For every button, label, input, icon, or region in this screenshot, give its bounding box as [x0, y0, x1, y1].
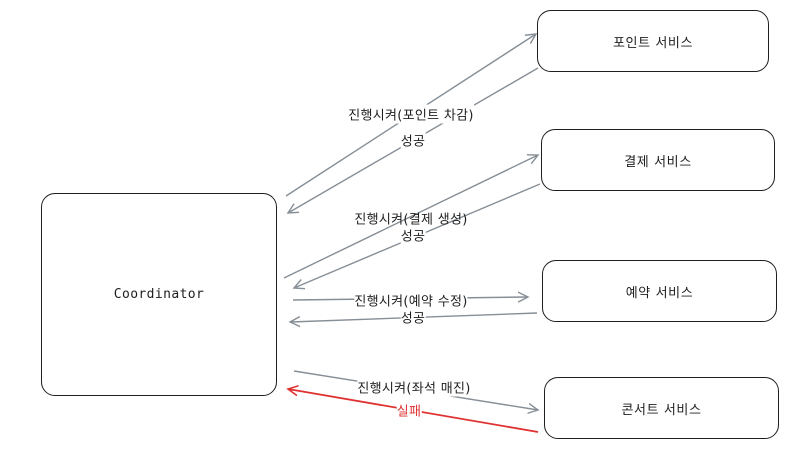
reservation-response-label: 성공 — [400, 307, 426, 327]
coordinator-node: Coordinator — [41, 193, 277, 396]
concert-service-node: 콘서트 서비스 — [544, 377, 779, 439]
reservation-request-label: 진행시켜(예약 수정) — [354, 290, 468, 310]
concert-service-label: 콘서트 서비스 — [621, 402, 702, 418]
payment-service-node: 결제 서비스 — [541, 129, 775, 191]
payment-request-label: 진행시켜(결제 생성) — [354, 212, 468, 228]
payment-request-arrow — [283, 155, 538, 279]
concert-request-label: 진행시켜(좌석 매진) — [357, 377, 471, 397]
reservation-service-node: 예약 서비스 — [542, 260, 777, 322]
payment-response-label: 성공 — [400, 225, 426, 245]
reservation-service-label: 예약 서비스 — [625, 285, 694, 301]
concert-response-label: 실패 — [396, 400, 422, 420]
coordinator-label: Coordinator — [113, 287, 205, 302]
point-request-label: 진행시켜(포인트 차감) — [348, 104, 474, 124]
point-response-label: 성공 — [400, 130, 426, 150]
payment-service-label: 결제 서비스 — [624, 154, 692, 170]
point-service-label: 포인트 서비스 — [612, 35, 694, 51]
point-service-node: 포인트 서비스 — [537, 10, 769, 72]
